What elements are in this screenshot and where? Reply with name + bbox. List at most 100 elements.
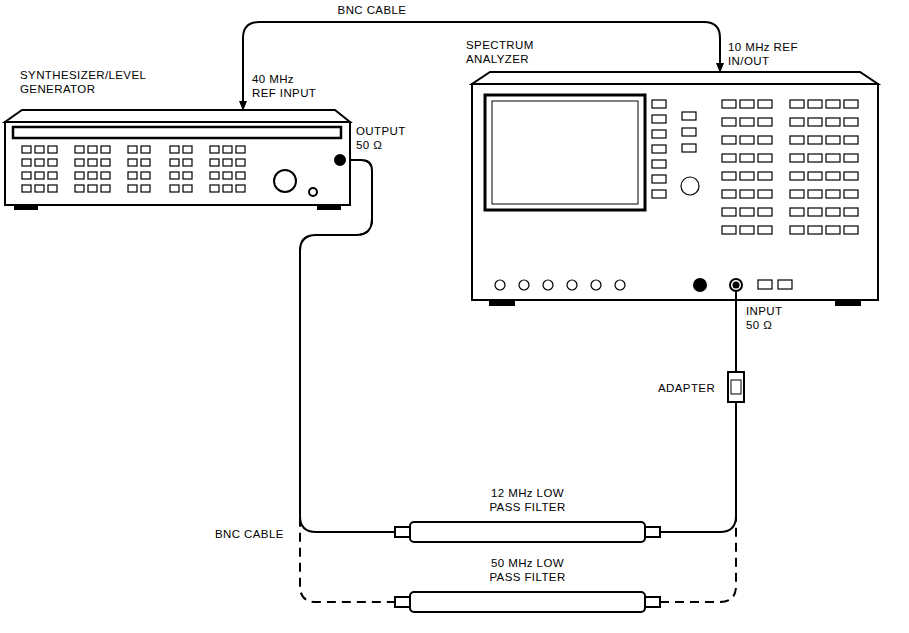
synth-key [210, 185, 219, 192]
panel-key [790, 118, 804, 126]
device-name: ADAPTER [658, 381, 715, 395]
analyzer-screen-inner [492, 101, 638, 204]
synth-key [48, 185, 57, 192]
panel-key [826, 100, 840, 108]
panel-key [740, 226, 754, 234]
panel-key [826, 226, 840, 234]
synth-key [141, 185, 150, 192]
panel-key [844, 136, 858, 144]
panel-key [790, 190, 804, 198]
panel-key [740, 118, 754, 126]
analyzer-drawing [472, 72, 878, 305]
panel-key [758, 172, 772, 180]
synth-front [5, 122, 350, 205]
synth-key [236, 172, 245, 179]
synth-key [75, 185, 84, 192]
panel-key [826, 136, 840, 144]
cable-label: BNC CABLE [336, 3, 409, 17]
synth-key [48, 172, 57, 179]
synth-key [128, 185, 137, 192]
output-connector [335, 155, 345, 165]
synth-key [236, 185, 245, 192]
synth-key [141, 146, 150, 153]
panel-key [682, 112, 696, 120]
filter-part: 50 MHz LOW PASS FILTER [395, 592, 660, 612]
synth-foot [15, 205, 37, 209]
panel-key [722, 136, 736, 144]
cable-line [660, 402, 736, 532]
synth-key [170, 185, 179, 192]
device-name: 12 MHz LOW PASS FILTER [480, 486, 575, 515]
panel-key [826, 118, 840, 126]
front-panel-keys [22, 100, 858, 290]
port-label: OUTPUT 50 Ω [356, 124, 408, 153]
port-label: 40 MHz REF INPUT [252, 72, 320, 101]
synth-foot [318, 205, 340, 209]
panel-key [778, 280, 792, 289]
panel-key [808, 154, 822, 162]
softkey [652, 160, 666, 168]
panel-key [808, 118, 822, 126]
synth-key [170, 146, 179, 153]
panel-key [758, 226, 772, 234]
synthesizer-unit: SYNTHESIZER/LEVEL GENERATOR [5, 110, 350, 205]
adapter-inner [731, 380, 741, 394]
panel-key [790, 136, 804, 144]
panel-key [790, 154, 804, 162]
synth-key [141, 159, 150, 166]
input-connector-pin [734, 283, 739, 288]
panel-key [790, 100, 804, 108]
synth-top [5, 110, 350, 122]
cable-line [243, 22, 720, 110]
panel-button [591, 280, 601, 290]
adapter-body [728, 372, 744, 402]
panel-key [758, 280, 772, 289]
synth-key [210, 172, 219, 179]
synth-knob [274, 170, 296, 192]
analyzer-knob [681, 177, 699, 195]
synth-key [35, 172, 44, 179]
panel-key [844, 208, 858, 216]
synth-key [128, 146, 137, 153]
panel-button [615, 280, 625, 290]
panel-button [567, 280, 577, 290]
filter-drawing [395, 522, 660, 612]
panel-key [844, 172, 858, 180]
synth-key [236, 146, 245, 153]
panel-key [740, 154, 754, 162]
panel-button [495, 280, 505, 290]
synth-key [88, 172, 97, 179]
synth-key [183, 159, 192, 166]
synth-display [13, 127, 341, 138]
synth-key [35, 185, 44, 192]
panel-key [722, 100, 736, 108]
panel-key [722, 118, 736, 126]
panel-key [826, 208, 840, 216]
adapter-part: ADAPTER [728, 372, 744, 402]
synth-key [236, 159, 245, 166]
panel-key [758, 118, 772, 126]
panel-key [790, 226, 804, 234]
synth-key [48, 146, 57, 153]
filter-fitting [395, 527, 410, 537]
panel-key [844, 226, 858, 234]
synth-key [35, 146, 44, 153]
softkey [652, 145, 666, 153]
panel-key [844, 118, 858, 126]
panel-key [722, 154, 736, 162]
input-connector [730, 279, 742, 291]
synth-key [183, 185, 192, 192]
synth-key [183, 172, 192, 179]
cable-line [300, 160, 395, 532]
synth-key [170, 159, 179, 166]
adapter-drawing [728, 372, 744, 402]
analyzer-screen [485, 95, 645, 210]
panel-key [758, 100, 772, 108]
panel-key [758, 190, 772, 198]
analyzer-foot [836, 300, 860, 305]
synth-key [75, 146, 84, 153]
synth-key [88, 185, 97, 192]
filter-fitting [395, 597, 410, 607]
synth-key [223, 159, 232, 166]
synth-key [101, 185, 110, 192]
